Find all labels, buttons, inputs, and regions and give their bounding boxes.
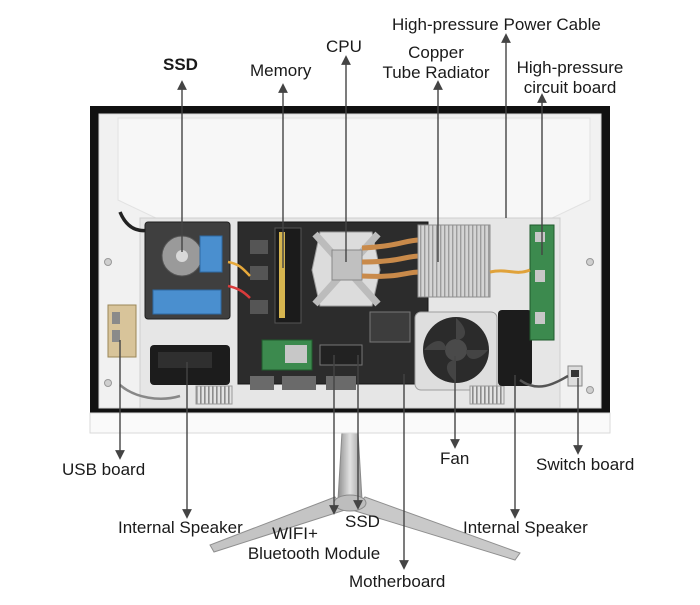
label-usb-board: USB board — [62, 460, 145, 480]
label-copper-tube-radiator: Copper Tube Radiator — [376, 43, 496, 83]
fan — [415, 312, 504, 404]
label-hp-board-line2: circuit board — [508, 78, 632, 98]
label-ssd-top: SSD — [163, 55, 198, 75]
label-hp-circuit-board: High-pressure circuit board — [508, 58, 632, 98]
usb-board — [108, 305, 136, 357]
label-switch-board: Switch board — [536, 455, 634, 475]
label-hp-board-line1: High-pressure — [508, 58, 632, 78]
label-cpu: CPU — [326, 37, 362, 57]
label-wifi-line1: WIFI+ — [198, 524, 392, 544]
label-motherboard: Motherboard — [349, 572, 445, 592]
internal-speaker-right — [498, 310, 532, 386]
copper-tube-radiator — [418, 225, 490, 297]
label-wifi-bluetooth: WIFI+ Bluetooth Module — [236, 524, 392, 564]
label-copper-line1: Copper — [376, 43, 496, 63]
switch-board — [568, 366, 582, 386]
label-memory: Memory — [250, 61, 311, 81]
label-internal-speaker-right: Internal Speaker — [463, 518, 588, 538]
label-copper-line2: Tube Radiator — [376, 63, 496, 83]
label-wifi-line2: Bluetooth Module — [236, 544, 392, 564]
label-fan: Fan — [440, 449, 469, 469]
label-hp-cable: High-pressure Power Cable — [392, 15, 601, 35]
ssd-drive — [145, 222, 230, 319]
